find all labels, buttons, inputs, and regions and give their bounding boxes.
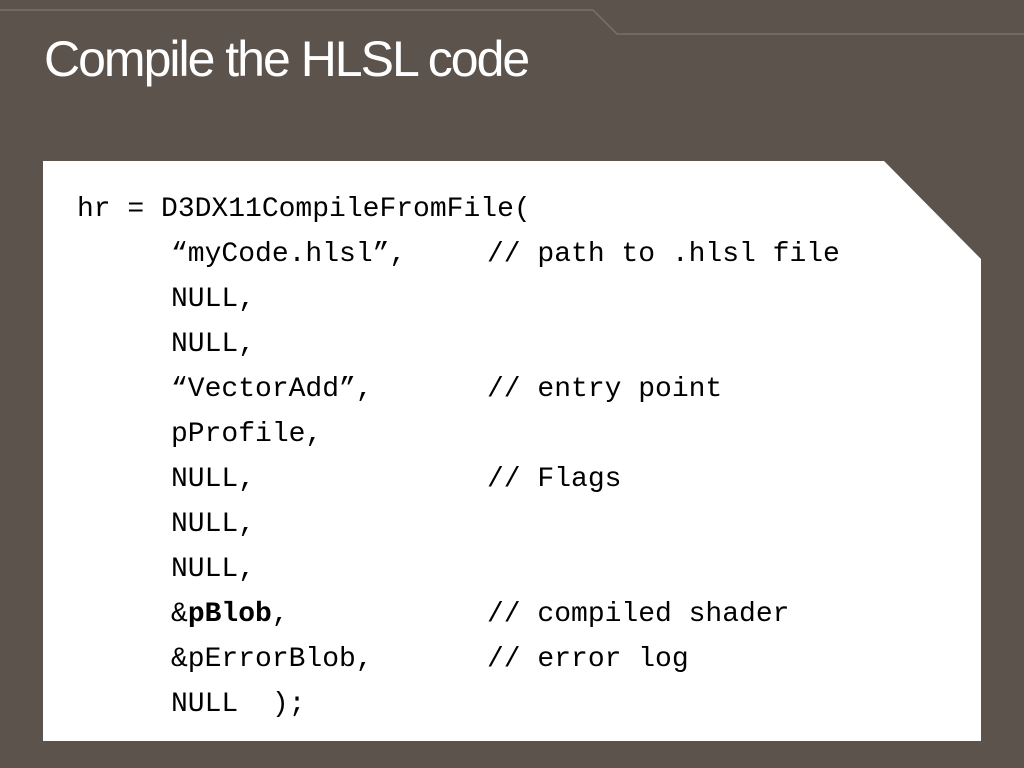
- code-line-arg-3: NULL,: [77, 322, 840, 367]
- code-panel: hr = D3DX11CompileFromFile( “myCode.hlsl…: [43, 161, 981, 741]
- code-comment: // compiled shader: [487, 599, 790, 630]
- code-comment: // path to .hlsl file: [487, 239, 840, 270]
- code-line-arg-10: &pErrorBlob, // error log: [77, 637, 840, 682]
- code-arg: NULL,: [171, 554, 256, 585]
- code-line-arg-11: NULL );: [77, 682, 840, 727]
- code-line-arg-7: NULL,: [77, 502, 840, 547]
- code-line-arg-4: “VectorAdd”, // entry point: [77, 367, 840, 412]
- code-arg-emphasis: pBlob: [187, 599, 272, 630]
- code-arg: NULL,: [171, 464, 256, 495]
- code-arg-suffix: ,: [271, 599, 289, 630]
- code-arg: “myCode.hlsl”,: [171, 239, 407, 270]
- code-arg: NULL,: [171, 329, 256, 360]
- code-line-arg-9: &pBlob,// compiled shader: [77, 592, 840, 637]
- code-arg: NULL,: [171, 509, 256, 540]
- slide-title: Compile the HLSL code: [44, 31, 530, 87]
- header-decoration-line: [0, 9, 1024, 35]
- code-arg: &pBlob,: [171, 592, 487, 637]
- code-arg: NULL,: [171, 284, 256, 315]
- code-line-arg-1: “myCode.hlsl”, // path to .hlsl file: [77, 232, 840, 277]
- code-arg: pProfile,: [171, 419, 323, 450]
- code-block: hr = D3DX11CompileFromFile( “myCode.hlsl…: [77, 187, 840, 727]
- code-arg: “VectorAdd”,: [171, 374, 373, 405]
- code-line-call: hr = D3DX11CompileFromFile(: [77, 194, 531, 225]
- code-comment: // error log: [487, 644, 689, 675]
- code-line-arg-5: pProfile,: [77, 412, 840, 457]
- code-line-arg-6: NULL, // Flags: [77, 457, 840, 502]
- code-arg-prefix: &: [171, 599, 188, 630]
- code-line-arg-8: NULL,: [77, 547, 840, 592]
- code-arg: &pErrorBlob,: [171, 644, 373, 675]
- code-arg: NULL );: [171, 689, 306, 720]
- code-comment: // Flags: [487, 464, 622, 495]
- code-line-arg-2: NULL,: [77, 277, 840, 322]
- code-comment: // entry point: [487, 374, 723, 405]
